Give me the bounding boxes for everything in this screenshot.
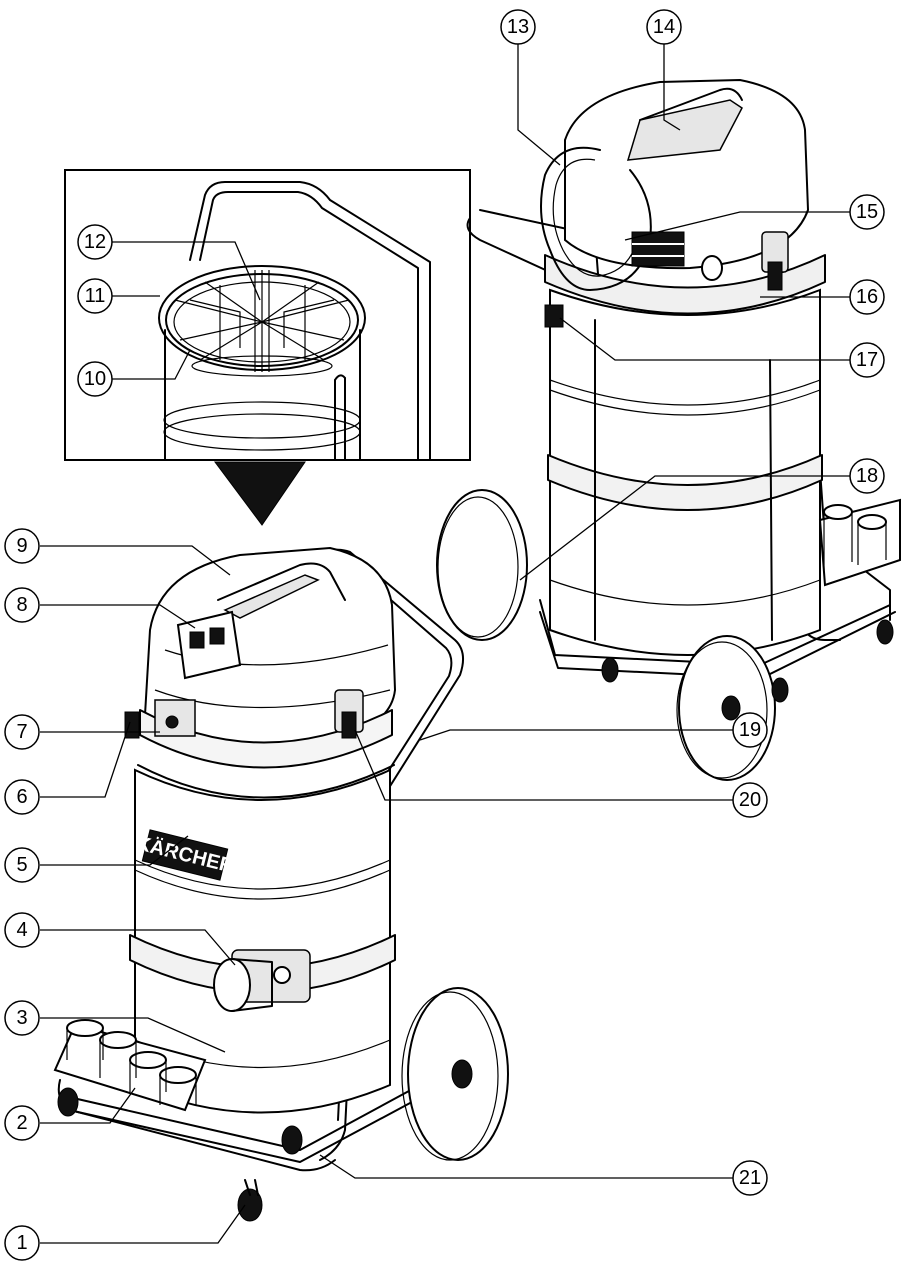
lid-latch [334,689,364,739]
callout-number: 18 [856,465,878,487]
callout-number: 17 [856,349,878,371]
filter-basket-ribs [174,270,350,372]
callout-13: 13 [500,9,536,45]
callout-number: 3 [16,1007,27,1029]
callout-5: 5 [4,847,40,883]
callout-11: 11 [77,278,113,314]
callout-number: 21 [739,1167,761,1189]
switch-2 [209,627,225,645]
callout-number: 12 [84,231,106,253]
rear-accessory-holders [818,498,901,587]
callout-6: 6 [4,779,40,815]
exhaust-grille [631,231,685,267]
callout-20: 20 [732,782,768,818]
callout-8: 8 [4,587,40,623]
castor-wheels [57,1087,303,1222]
callout-21: 21 [732,1160,768,1196]
callout-number: 14 [653,16,675,38]
callout-12: 12 [77,224,113,260]
callout-16: 16 [849,279,885,315]
callout-number: 9 [16,535,27,557]
callout-1: 1 [4,1225,40,1261]
callout-number: 7 [16,721,27,743]
callout-4: 4 [4,912,40,948]
switch-1 [189,631,205,649]
callout-10: 10 [77,361,113,397]
callout-number: 11 [85,285,106,307]
leader-lines [40,44,850,1244]
callout-number: 4 [16,919,27,941]
detail-pointer [214,461,306,526]
detail-inset-frame [64,169,471,461]
callout-15: 15 [849,194,885,230]
callout-9: 9 [4,528,40,564]
callout-18: 18 [849,458,885,494]
callout-number: 15 [856,201,878,223]
callout-number: 16 [856,286,878,308]
callout-7: 7 [4,714,40,750]
accessory-holders [53,1019,207,1112]
callout-number: 20 [739,789,761,811]
callout-17: 17 [849,342,885,378]
suction-connector [213,949,311,1012]
callout-3: 3 [4,1000,40,1036]
callout-14: 14 [646,9,682,45]
switch-panel [176,610,242,680]
callout-2: 2 [4,1105,40,1141]
callout-number: 6 [16,786,27,808]
detail-inset [64,169,471,526]
callout-number: 1 [16,1232,27,1254]
callout-number: 13 [507,16,529,38]
callout-number: 5 [16,854,27,876]
callout-number: 10 [84,368,106,390]
front-vacuum: KÄRCHER [53,546,509,1222]
rear-vacuum [436,78,901,781]
callout-number: 8 [16,594,27,616]
callout-number: 2 [16,1112,27,1134]
callout-19: 19 [732,712,768,748]
callout-number: 19 [739,719,761,741]
rear-wheel [401,987,509,1161]
locking-clip [124,711,140,739]
cable-clip [544,304,564,328]
